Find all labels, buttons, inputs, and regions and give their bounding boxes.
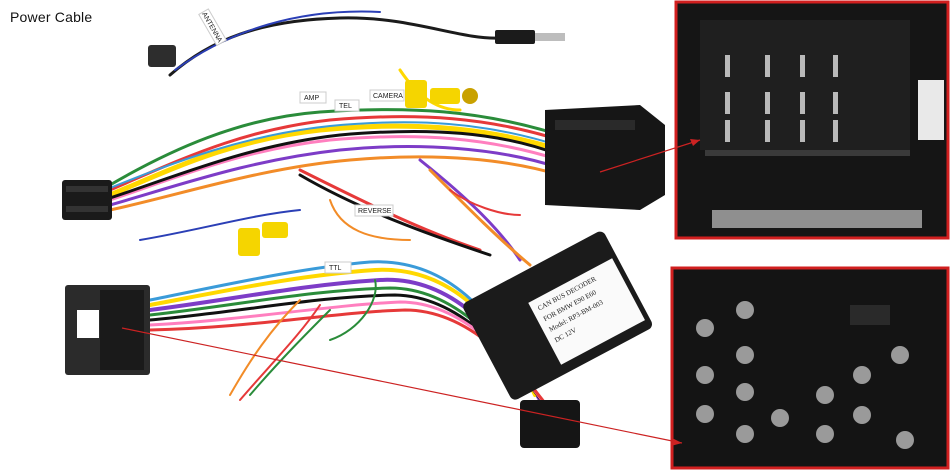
rca-plug-camera-top — [405, 80, 478, 108]
canbus-decoder: CAN BUS DECODER FOR BMW E90 E60 Model: R… — [463, 231, 652, 400]
connector-lower-left — [65, 285, 150, 375]
tag-tel: TEL — [339, 103, 352, 110]
pointer-lines — [121, 139, 701, 446]
wire-harness — [107, 10, 563, 420]
rca-plug-camera-bottom — [238, 222, 288, 256]
tag-amp: AMP — [304, 95, 320, 102]
inset-bottom-closeup — [670, 266, 950, 470]
connector-left — [62, 180, 112, 220]
tag-ttl: TTL — [329, 265, 342, 272]
antenna-connector — [148, 30, 565, 67]
connector-right-quadlock — [545, 105, 665, 210]
page-title: Power Cable — [10, 9, 93, 25]
tag-reverse: REVERSE — [358, 208, 392, 215]
tag-camera: CAMERA — [373, 93, 403, 100]
connector-bottom-quadlock — [520, 400, 580, 448]
inset-top-closeup — [674, 0, 950, 240]
